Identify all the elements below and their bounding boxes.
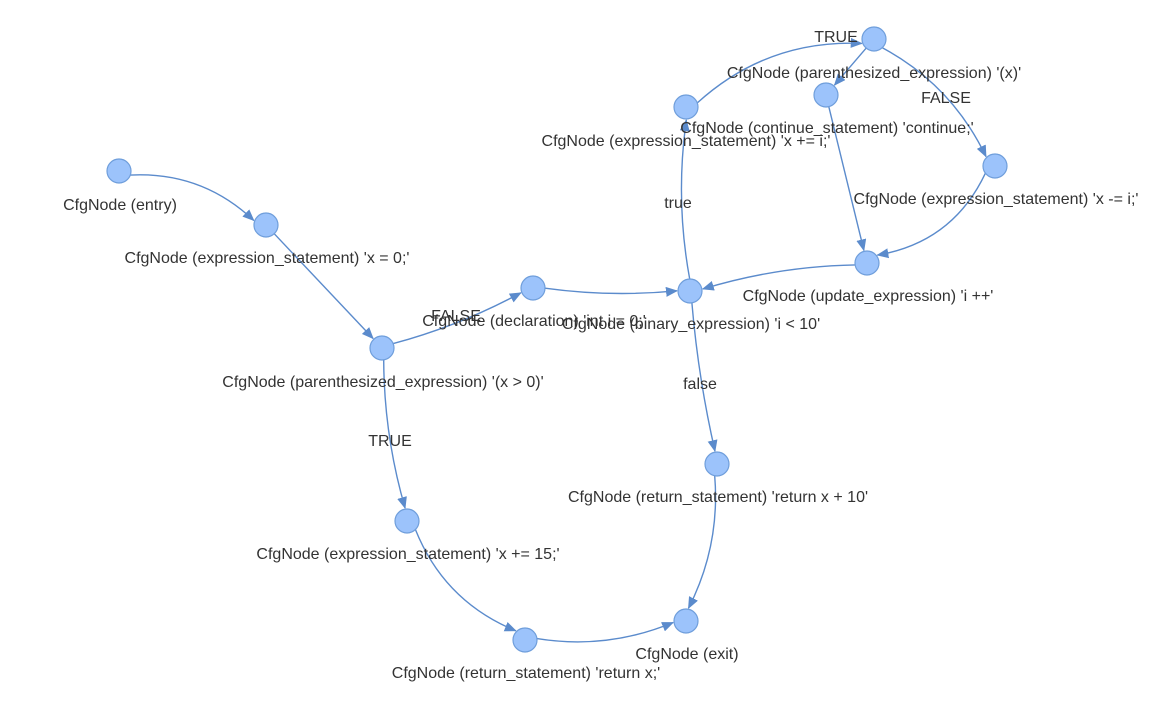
node-label-update-i: CfgNode (update_expression) 'i ++' — [743, 288, 994, 305]
node-paren-xgt0[interactable] — [369, 335, 395, 361]
edge-paren-xgt0-to-x-plus15 — [383, 359, 407, 510]
edge-paren-xgt0-to-decl-i — [393, 292, 522, 345]
node-x-plus-i[interactable] — [673, 94, 699, 120]
node-label-x-plus15: CfgNode (expression_statement) 'x += 15;… — [256, 546, 559, 563]
node-paren-x[interactable] — [861, 26, 887, 52]
edge-binary-i-to-x-plus-i — [679, 119, 691, 280]
node-label-paren-xgt0: CfgNode (parenthesized_expression) '(x >… — [222, 374, 543, 391]
edge-return-x-to-exit — [536, 621, 675, 643]
node-return-x[interactable] — [512, 627, 538, 653]
edge-binary-i-to-return-x10 — [691, 302, 718, 453]
node-label-paren-x: CfgNode (parenthesized_expression) '(x)' — [727, 65, 1021, 82]
edge-label-paren-xgt0-to-decl-i: FALSE — [431, 308, 481, 325]
edge-paren-x-to-continue — [833, 47, 867, 86]
node-label-x-plus-i: CfgNode (expression_statement) 'x += i;' — [542, 133, 831, 150]
node-label-exit: CfgNode (exit) — [635, 646, 738, 663]
edge-x-plus15-to-return-x — [414, 529, 517, 632]
node-label-return-x: CfgNode (return_statement) 'return x;' — [392, 665, 660, 682]
node-exit[interactable] — [673, 608, 699, 634]
node-label-continue: CfgNode (continue_statement) 'continue;' — [680, 120, 973, 137]
node-x-assign[interactable] — [253, 212, 279, 238]
node-label-x-assign: CfgNode (expression_statement) 'x = 0;' — [125, 250, 410, 267]
node-entry[interactable] — [106, 158, 132, 184]
edge-label-paren-x-to-x-minus-i: FALSE — [921, 90, 971, 107]
node-return-x10[interactable] — [704, 451, 730, 477]
node-layer — [106, 26, 1008, 653]
edge-label-paren-x-to-continue: TRUE — [814, 29, 858, 46]
edge-layer — [130, 37, 987, 643]
node-decl-i[interactable] — [520, 275, 546, 301]
node-x-plus15[interactable] — [394, 508, 420, 534]
edge-x-plus-i-to-paren-x — [696, 37, 863, 104]
node-label-binary-i: CfgNode (binary_expression) 'i < 10' — [562, 316, 820, 333]
edge-paren-x-to-x-minus-i — [881, 47, 987, 158]
node-x-minus-i[interactable] — [982, 153, 1008, 179]
edge-x-assign-to-paren-xgt0 — [273, 233, 374, 340]
node-label-layer: CfgNode (entry) CfgNode (expression_state… — [63, 65, 1138, 682]
node-label-decl-i: CfgNode (declaration) 'int i = 0;' — [422, 313, 646, 330]
node-continue[interactable] — [813, 82, 839, 108]
edge-label-binary-i-to-return-x10: false — [683, 376, 717, 393]
edge-decl-i-to-binary-i — [544, 286, 678, 297]
edge-update-i-to-binary-i — [701, 264, 856, 291]
node-label-entry: CfgNode (entry) — [63, 197, 177, 214]
node-binary-i[interactable] — [677, 278, 703, 304]
edge-label-paren-xgt0-to-x-plus15: TRUE — [368, 433, 412, 450]
edge-return-x10-to-exit — [687, 475, 717, 610]
edge-continue-to-update-i — [828, 106, 867, 252]
node-label-x-minus-i: CfgNode (expression_statement) 'x -= i;' — [854, 191, 1139, 208]
edge-label-binary-i-to-x-plus-i: true — [664, 195, 692, 212]
node-update-i[interactable] — [854, 250, 880, 276]
edge-entry-to-x-assign — [130, 174, 255, 222]
node-label-return-x10: CfgNode (return_statement) 'return x + 1… — [568, 489, 868, 506]
edge-x-minus-i-to-update-i — [876, 172, 987, 259]
